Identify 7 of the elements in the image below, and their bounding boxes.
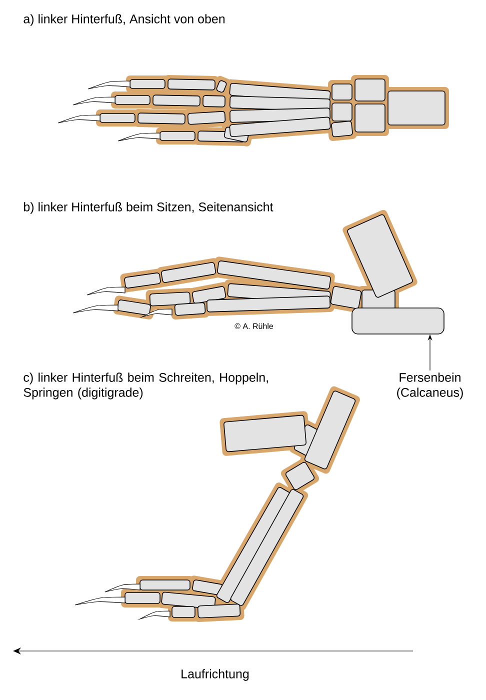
panel-title: b) linker Hinterfuß beim Sitzen, Seitenansicht <box>24 202 274 214</box>
direction-label: Laufrichtung <box>182 669 249 681</box>
copyright-note: © A. Rühle <box>234 323 274 329</box>
bone-label: Fersenbein (Calcaneus) <box>397 372 463 400</box>
panel-title: c) linker Hinterfuß beim Schreiten, Hoppeln, Springen (digitigrade) <box>24 372 268 400</box>
heel-bone <box>352 308 444 334</box>
panel-title: a) linker Hinterfuß, Ansicht von oben <box>24 14 225 26</box>
